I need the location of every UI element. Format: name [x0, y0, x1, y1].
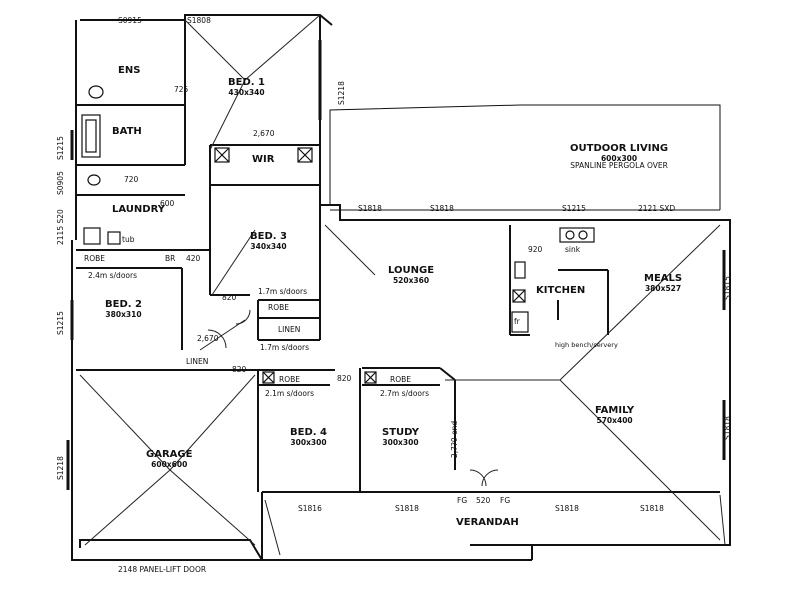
- linen-label-2: LINEN: [186, 357, 209, 366]
- wall-garage-front: [79, 539, 263, 561]
- dim-725: 725: [174, 85, 189, 94]
- room-bed2-name: BED. 2: [105, 299, 142, 310]
- door-2-1-label: 2.1m s/doors: [265, 389, 314, 398]
- dim-2670: 2,670: [253, 129, 275, 138]
- room-garage: GARAGE 600x600: [146, 449, 193, 469]
- room-meals: MEALS 380x527: [644, 273, 683, 293]
- room-garage-name: GARAGE: [146, 449, 193, 460]
- window-s1818-bot-3: S1818: [640, 504, 664, 513]
- room-family: FAMILY 570x400: [595, 405, 635, 425]
- linen-label: LINEN: [278, 325, 301, 334]
- window-s1818-right: S1818: [723, 416, 732, 440]
- dim-2670b: 2,670: [197, 334, 219, 343]
- window-s1218-top: S1218: [337, 81, 346, 105]
- room-outdoor: OUTDOOR LIVING 600x300 SPANLINE PERGOLA …: [570, 143, 669, 171]
- window-2115: 2115 S20: [56, 209, 65, 245]
- room-wir: WIR: [252, 154, 275, 166]
- wall-top-left: [80, 14, 333, 26]
- robe-study-label: ROBE: [390, 375, 411, 384]
- room-ens-name: ENS: [118, 65, 141, 76]
- dim-820c: 820: [337, 374, 352, 383]
- room-verandah: VERANDAH: [456, 517, 519, 529]
- room-wir-name: WIR: [252, 154, 275, 165]
- window-s1215-left: S1215: [56, 136, 65, 160]
- room-outdoor-note: SPANLINE PERGOLA OVER: [570, 161, 668, 171]
- window-s1818-b: S1818: [430, 204, 454, 213]
- dim-920: 920: [528, 245, 543, 254]
- window-s1218-left: S1218: [56, 456, 65, 480]
- room-outdoor-name: OUTDOOR LIVING: [570, 143, 669, 154]
- room-bed3: BED. 3 340x340: [250, 231, 287, 251]
- window-s1808: S1808: [187, 16, 211, 25]
- room-bath: BATH: [112, 126, 142, 138]
- room-bed3-dims: 340x340: [250, 241, 287, 251]
- room-kitchen-name: KITCHEN: [536, 285, 586, 296]
- robe-bed3-label: ROBE: [268, 303, 289, 312]
- dim-520: 520: [476, 496, 491, 505]
- wall-left-lower: [71, 240, 265, 561]
- room-ens: ENS: [118, 65, 141, 77]
- high-bench-label: high bench/servery: [555, 341, 618, 349]
- room-lounge: LOUNGE 520x360: [388, 265, 435, 285]
- fg-label: FG: [457, 496, 468, 505]
- garage-door-label: 2148 PANEL-LIFT DOOR: [118, 565, 207, 574]
- room-study-dims: 300x300: [382, 437, 419, 447]
- room-bed1-name: BED. 1: [228, 77, 265, 88]
- room-meals-name: MEALS: [644, 273, 683, 284]
- room-verandah-name: VERANDAH: [456, 517, 519, 528]
- window-s0915: S0915: [118, 16, 142, 25]
- door-2-4-label: 2.4m s/doors: [88, 271, 137, 280]
- room-bed1: BED. 1 430x340: [228, 77, 265, 97]
- room-lounge-name: LOUNGE: [388, 265, 435, 276]
- room-laundry: LAUNDRY: [112, 204, 165, 216]
- dim-420: 420: [186, 254, 201, 263]
- br-label: BR: [165, 254, 176, 263]
- room-bed4: BED. 4 300x300: [290, 427, 327, 447]
- door-2-7-label: 2.7m s/doors: [380, 389, 429, 398]
- room-outdoor-dims: 600x300: [600, 153, 638, 163]
- room-family-dims: 570x400: [596, 415, 633, 425]
- window-2121-sxd: 2121 SXD: [638, 204, 676, 213]
- room-bed2-dims: 380x310: [105, 309, 142, 319]
- window-s1818-a: S1818: [358, 204, 382, 213]
- room-family-name: FAMILY: [595, 405, 635, 416]
- robe-bed2-label: ROBE: [84, 254, 105, 263]
- sink-label: sink: [565, 245, 581, 254]
- dim-720: 720: [124, 175, 139, 184]
- window-s0905: S0905: [56, 171, 65, 195]
- window-s1816: S1816: [298, 504, 322, 513]
- window-s1215-mid: S1215: [562, 204, 586, 213]
- door-1-7-label: 1.7m s/doors: [258, 287, 307, 296]
- room-garage-dims: 600x600: [151, 459, 188, 469]
- room-bed4-name: BED. 4: [290, 427, 327, 438]
- window-s1818-bot-2: S1818: [555, 504, 579, 513]
- dim-820b: 820: [222, 293, 237, 302]
- room-study-name: STUDY: [382, 427, 419, 438]
- room-kitchen: KITCHEN: [536, 285, 586, 297]
- room-bed1-dims: 430x340: [228, 87, 265, 97]
- fridge-label: fr: [514, 317, 520, 326]
- room-bed3-name: BED. 3: [250, 231, 287, 242]
- tub-label: tub: [122, 235, 135, 244]
- dim-820: 820: [232, 365, 247, 374]
- room-bed2: BED. 2 380x310: [105, 299, 142, 319]
- window-s1815: S1815: [723, 276, 732, 300]
- dim-600: 600: [160, 199, 175, 208]
- room-bed4-dims: 300x300: [290, 437, 327, 447]
- room-meals-dims: 380x527: [644, 283, 682, 293]
- room-laundry-name: LAUNDRY: [112, 204, 165, 215]
- room-lounge-dims: 520x360: [392, 275, 430, 285]
- window-s1818-bot-1: S1818: [395, 504, 419, 513]
- window-s1215-left2: S1215: [56, 311, 65, 335]
- door-1-7b-label: 1.7m s/doors: [260, 343, 309, 352]
- wall-verandah: [261, 492, 532, 561]
- room-bath-name: BATH: [112, 126, 142, 137]
- robe-bed4-label: ROBE: [279, 375, 300, 384]
- fg-label-2: FG: [500, 496, 511, 505]
- wall-end-label: 2,7?0 end: [450, 420, 459, 458]
- room-study: STUDY 300x300: [382, 427, 419, 447]
